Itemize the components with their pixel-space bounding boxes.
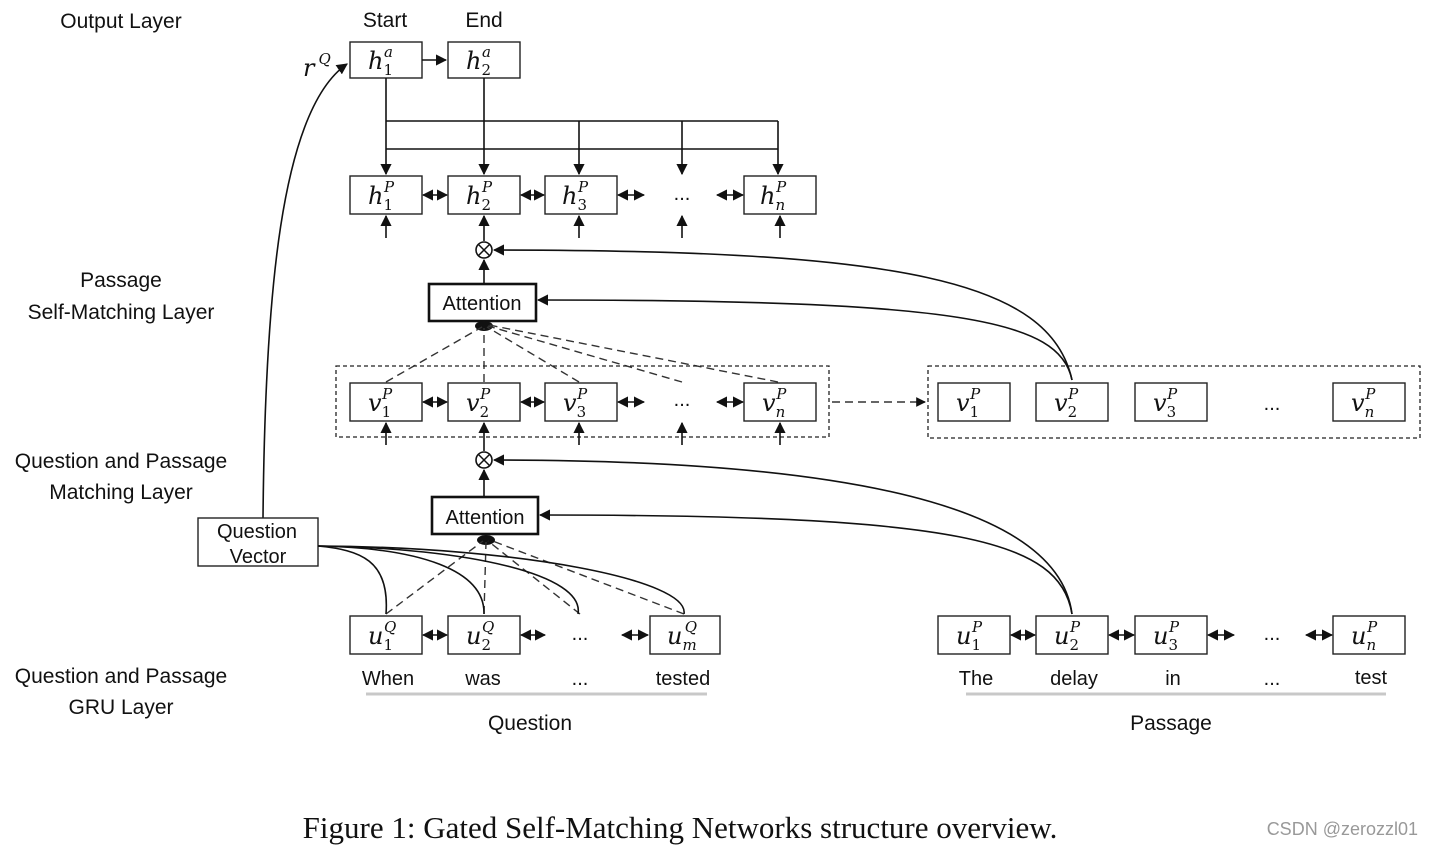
question-word-3: ... — [572, 668, 589, 690]
question-vector-label-line1: Question — [217, 521, 297, 543]
qv-curve-3 — [317, 545, 579, 615]
v-pn-symbol: vnP — [762, 385, 787, 421]
question-vector-to-rq-curve — [262, 63, 348, 519]
v-pn-box — [743, 382, 817, 422]
v-copy-p3-box — [1134, 382, 1208, 422]
att1-dash-4 — [487, 325, 683, 383]
question-vector-box — [197, 517, 319, 567]
u-p-ellipsis: ... — [1264, 623, 1281, 645]
qv-curve-4 — [317, 545, 685, 615]
att2-dash-1 — [385, 540, 484, 615]
v2-to-attention-curve — [536, 294, 1073, 381]
gru-layer-label-line1: Question and Passage — [15, 665, 227, 688]
u2p-to-gate-curve — [492, 454, 1073, 615]
h-pn-box — [743, 175, 817, 215]
v-copy-pn-symbol: vnP — [1351, 385, 1376, 421]
self-matching-attention-label: Attention — [443, 293, 522, 315]
att2-dash-4 — [489, 539, 685, 615]
figure-caption: Figure 1: Gated Self-Matching Networks s… — [303, 810, 1058, 845]
v-p1-symbol: v1P — [368, 385, 393, 421]
gru-layer-label-line2: GRU Layer — [68, 696, 173, 719]
end-label: End — [465, 9, 502, 32]
v-p3-symbol: v3P — [563, 385, 588, 421]
u-q2-symbol: u2Q — [466, 618, 494, 654]
v-p1-box — [349, 382, 423, 422]
att2-dash-2 — [483, 541, 487, 615]
att1-dash-1 — [385, 326, 483, 383]
question-label: Question — [488, 712, 572, 735]
question-vector-label-line2: Vector — [230, 546, 287, 568]
u-pn-symbol: unP — [1351, 618, 1378, 654]
h-a2-symbol: h2a — [466, 43, 491, 79]
gate2-cross-b — [477, 453, 491, 467]
passage-word-2: delay — [1050, 668, 1098, 690]
v-row-dashed-frame — [335, 365, 830, 438]
att1-dash-5 — [488, 324, 779, 383]
u-p2-symbol: u2P — [1054, 618, 1081, 654]
question-word-4: tested — [656, 668, 710, 690]
att1-dash-3 — [486, 326, 580, 383]
self-matching-layer-label-line1: Passage — [80, 269, 162, 292]
start-label: Start — [363, 9, 408, 32]
h-row-ellipsis: ... — [674, 183, 691, 205]
u-q2-box — [447, 615, 521, 655]
h-pn-symbol: hnP — [760, 178, 787, 214]
u-qm-box — [649, 615, 721, 655]
h-p2-symbol: h2P — [466, 178, 493, 214]
v-copy-p2-box — [1035, 382, 1109, 422]
h-p1-symbol: h1P — [368, 178, 395, 214]
qv-curve-1 — [317, 545, 388, 615]
gate-cross-b — [477, 243, 491, 257]
passage-word-3: in — [1165, 668, 1181, 690]
u-qm-symbol: umQ — [667, 618, 697, 654]
passage-label: Passage — [1130, 712, 1212, 735]
v-copy-p1-symbol: v1P — [956, 385, 981, 421]
passage-word-4: ... — [1264, 668, 1281, 690]
passage-word-1: The — [959, 668, 993, 690]
v-copy-p3-symbol: v3P — [1153, 385, 1178, 421]
matching-attention-box — [430, 495, 540, 536]
question-word-1: When — [362, 668, 414, 690]
h-a2-box — [447, 41, 521, 79]
self-matching-attention-box — [427, 282, 538, 323]
u-p3-symbol: u3P — [1153, 618, 1180, 654]
u-q1-symbol: u1Q — [368, 618, 396, 654]
att2-dash-3 — [487, 540, 581, 615]
u-p1-symbol: u1P — [956, 618, 983, 654]
v-copy-dashed-frame — [927, 365, 1421, 439]
v-copy-p2-symbol: v2P — [1054, 385, 1079, 421]
self-matching-layer-label-line2: Self-Matching Layer — [28, 301, 215, 324]
matching-attention-label: Attention — [446, 507, 525, 529]
v-copy-p1-box — [937, 382, 1011, 422]
h-a1-box — [349, 41, 423, 79]
passage-word-5: test — [1355, 667, 1388, 689]
v-copy-pn-box — [1332, 382, 1406, 422]
v-p2-symbol: v2P — [466, 385, 491, 421]
u-pn-box — [1332, 615, 1406, 655]
question-word-2: was — [464, 668, 501, 690]
matching-layer-label-line1: Question and Passage — [15, 450, 227, 473]
h-a1-symbol: h1a — [368, 43, 393, 79]
u2p-to-attention-curve — [538, 509, 1073, 615]
matching-layer-label-line2: Matching Layer — [49, 481, 193, 504]
output-layer-label: Output Layer — [60, 10, 181, 33]
v2-to-gate-curve — [492, 244, 1073, 381]
v-row-ellipsis: ... — [674, 389, 691, 411]
u-q-ellipsis: ... — [572, 623, 589, 645]
u-p1-box — [937, 615, 1011, 655]
h-p3-symbol: h3P — [562, 178, 589, 214]
v-copy-ellipsis: ... — [1264, 393, 1281, 415]
watermark: CSDN @zerozzl01 — [1267, 819, 1418, 839]
